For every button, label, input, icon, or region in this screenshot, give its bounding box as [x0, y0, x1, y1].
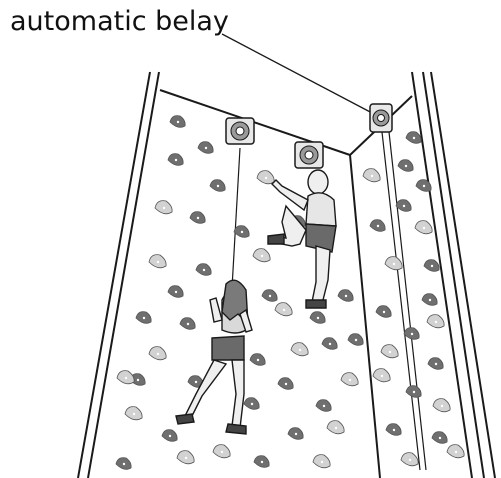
hold-bolt [143, 317, 145, 319]
hold-bolt [323, 405, 325, 407]
hold-bolt [261, 461, 263, 463]
hold-bolt [409, 459, 411, 461]
hold-bolt [403, 205, 405, 207]
hold-bolt [317, 317, 319, 319]
hold-bolt [157, 261, 159, 263]
hold-bolt [321, 461, 323, 463]
hold-bolt [435, 363, 437, 365]
hold-bolt [423, 185, 425, 187]
hold-bolt [411, 333, 413, 335]
hold-bolt [241, 231, 243, 233]
hold-bolt [329, 343, 331, 345]
hold-bolt [251, 403, 253, 405]
hold-bolt [187, 323, 189, 325]
hold-bolt [383, 311, 385, 313]
hold-bolt [269, 295, 271, 297]
hold-bolt [123, 463, 125, 465]
hold-bolt [413, 137, 415, 139]
hold-bolt [195, 381, 197, 383]
hold-bolt [439, 437, 441, 439]
hold-bolt [261, 255, 263, 257]
hold-bolt [169, 435, 171, 437]
hold-bolt [185, 457, 187, 459]
label-leader-line [222, 34, 374, 114]
hold-bolt [175, 291, 177, 293]
hold-bolt [177, 121, 179, 123]
hold-bolt [423, 227, 425, 229]
hold-bolt [349, 379, 351, 381]
hold-bolt [393, 429, 395, 431]
hold-bolt [285, 383, 287, 385]
hold-bolt [163, 207, 165, 209]
hold-bolt [371, 175, 373, 177]
hold-bolt [431, 265, 433, 267]
belay-device-corner [370, 104, 392, 132]
climbing-holds [116, 116, 464, 470]
hold-bolt [283, 309, 285, 311]
hold-bolt [203, 269, 205, 271]
hold-bolt [197, 217, 199, 219]
hold-bolt [413, 391, 415, 393]
belay-ropes [232, 132, 426, 470]
adult-climber [268, 170, 336, 308]
hold-bolt [217, 185, 219, 187]
belay-device-left [226, 118, 254, 144]
hold-bolt [435, 321, 437, 323]
hold-bolt [157, 353, 159, 355]
hold-bolt [345, 295, 347, 297]
belay-device-center [295, 142, 323, 168]
hold-bolt [381, 375, 383, 377]
hold-bolt [125, 377, 127, 379]
hold-bolt [335, 427, 337, 429]
hold-bolt [429, 299, 431, 301]
hold-bolt [257, 359, 259, 361]
hold-bolt [295, 433, 297, 435]
hold-bolt [405, 165, 407, 167]
hold-bolt [393, 263, 395, 265]
hold-bolt [265, 177, 267, 179]
hold-bolt [441, 405, 443, 407]
hold-bolt [377, 225, 379, 227]
hold-bolt [455, 451, 457, 453]
hold-bolt [299, 349, 301, 351]
child-climber [176, 280, 252, 434]
hold-bolt [137, 379, 139, 381]
hold-bolt [221, 451, 223, 453]
hold-bolt [355, 339, 357, 341]
hold-bolt [205, 147, 207, 149]
hold-bolt [389, 351, 391, 353]
hold-bolt [133, 413, 135, 415]
hold-bolt [175, 159, 177, 161]
